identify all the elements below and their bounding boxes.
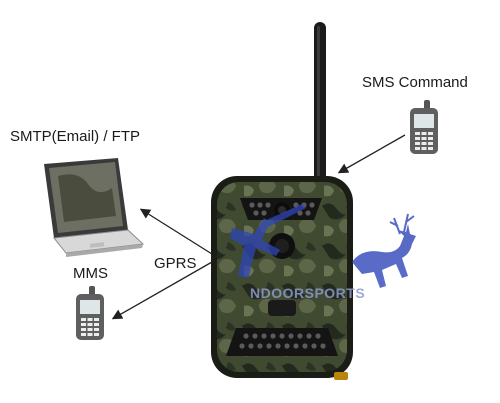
hunter-logo-icon [230, 204, 306, 278]
cellphone-icon [410, 100, 438, 154]
laptop-icon [44, 158, 145, 257]
arrow-icon [111, 261, 213, 320]
cellphone-icon [76, 286, 104, 340]
sms-command-label: SMS Command [362, 74, 468, 91]
watermark-text: NDOORSPORTS [250, 285, 366, 301]
gprs-label: GPRS [154, 255, 197, 272]
deer-logo-icon [352, 213, 416, 288]
arrow-icon [337, 134, 406, 174]
arrow-icon [139, 208, 213, 255]
trail-camera-icon [211, 176, 353, 380]
antenna-icon [314, 22, 326, 192]
smtp-ftp-label: SMTP(Email) / FTP [10, 128, 140, 145]
mms-label: MMS [73, 265, 108, 282]
